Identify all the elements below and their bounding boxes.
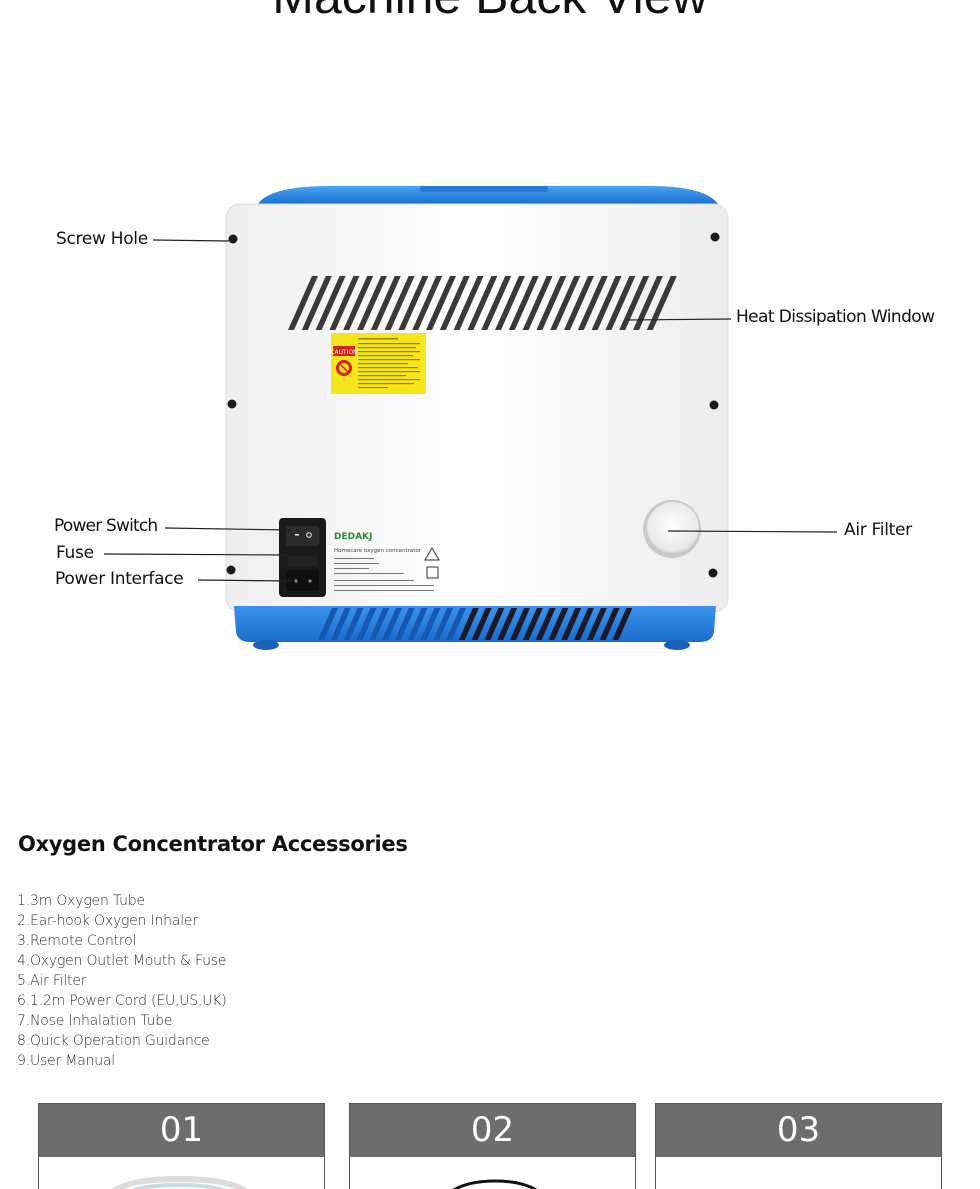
svg-text:CAUTION: CAUTION bbox=[330, 349, 357, 356]
base-vent-slat bbox=[382, 608, 402, 640]
callout-fuse: Fuse bbox=[56, 543, 94, 563]
heat-vent-slat bbox=[633, 276, 663, 330]
list-item: 4.Oxygen Outlet Mouth & Fuse bbox=[17, 953, 227, 969]
heat-vent-slat bbox=[550, 276, 581, 330]
list-item: 2.Ear-hook Oxygen Inhaler bbox=[17, 913, 198, 929]
base-vent-slat bbox=[586, 608, 607, 640]
heat-vent-slat bbox=[288, 276, 318, 330]
base-vent-slat bbox=[318, 608, 338, 640]
list-item: 3.Remote Control bbox=[17, 933, 137, 949]
screw-hole-top-left bbox=[228, 234, 238, 244]
heat-vent-slat bbox=[564, 276, 594, 330]
base-vent-slat bbox=[612, 608, 633, 640]
list-item: 7.Nose Inhalation Tube bbox=[17, 1013, 173, 1029]
heat-dissipation-slats bbox=[288, 276, 677, 330]
heat-vent-slat bbox=[384, 276, 415, 330]
base-vent-slat bbox=[369, 608, 390, 640]
heat-vent-slat bbox=[439, 276, 470, 330]
screw-hole-mid-left bbox=[227, 399, 237, 409]
base-vent-slat bbox=[574, 608, 594, 640]
heat-vent-slat bbox=[453, 276, 484, 330]
heat-vent-slat bbox=[343, 276, 374, 330]
heat-vent-slat bbox=[412, 276, 443, 330]
callout-power-interface: Power Interface bbox=[55, 569, 184, 589]
screw-hole-mid-right bbox=[709, 400, 719, 410]
base-vent-slat bbox=[548, 608, 569, 640]
accessory-list: 1.3m Oxygen Tube 2.Ear-hook Oxygen Inhal… bbox=[17, 891, 227, 1071]
list-item: 5.Air Filter bbox=[17, 973, 87, 989]
list-item: 9.User Manual bbox=[17, 1053, 115, 1069]
base-vent-slat bbox=[458, 608, 479, 640]
heat-vent-slat bbox=[508, 276, 539, 330]
heat-vent-slat bbox=[329, 276, 360, 330]
page-title: Machine Back View bbox=[0, 0, 980, 21]
accessory-card-01: 01 bbox=[38, 1103, 325, 1189]
base-vent-slat bbox=[433, 608, 454, 640]
heat-vent-slat bbox=[467, 276, 498, 330]
base-vent-slat bbox=[561, 608, 582, 640]
heat-vent-slat bbox=[577, 276, 608, 330]
callout-screw-hole: Screw Hole bbox=[56, 229, 148, 249]
callout-heat-dissipation-window: Heat Dissipation Window bbox=[736, 307, 935, 327]
heat-vent-slat bbox=[536, 276, 567, 330]
base-vent-slat bbox=[497, 608, 518, 640]
list-item: 1.3m Oxygen Tube bbox=[17, 893, 145, 909]
heat-vent-slat bbox=[398, 276, 429, 330]
accessory-card-03: 03 bbox=[655, 1103, 942, 1189]
list-item: 6.1.2m Power Cord (EU,US,UK) bbox=[17, 993, 227, 1009]
base-vent-slat bbox=[484, 608, 505, 640]
heat-vent-slat bbox=[481, 276, 512, 330]
list-item: 8.Quick Operation Guidance bbox=[17, 1033, 210, 1049]
heat-vent-slat bbox=[646, 276, 677, 330]
heat-vent-slat bbox=[591, 276, 622, 330]
screw-hole-top-right bbox=[710, 232, 720, 242]
brand-logo: DEDAKJ bbox=[334, 532, 372, 542]
base-vent-slat bbox=[535, 608, 556, 640]
base-vent-slat bbox=[394, 608, 415, 640]
base-vent-slat bbox=[446, 608, 466, 640]
card-image-remote-control bbox=[656, 1157, 941, 1189]
screw-hole-bottom-left bbox=[226, 565, 236, 575]
base-vent-slat bbox=[522, 608, 543, 640]
top-cap bbox=[258, 186, 718, 204]
heat-vent-slat bbox=[426, 276, 456, 330]
card-image-oxygen-tube bbox=[39, 1157, 324, 1189]
base-vent-slat bbox=[510, 608, 530, 640]
base-vent-slat bbox=[599, 608, 620, 640]
base-vent-slat bbox=[407, 608, 428, 640]
card-number: 01 bbox=[39, 1104, 324, 1157]
heat-vent-slat bbox=[495, 276, 525, 330]
card-number: 03 bbox=[656, 1104, 941, 1157]
card-image-ear-hook-inhaler bbox=[350, 1157, 635, 1189]
base-vent-slats bbox=[318, 608, 633, 640]
heat-vent-slat bbox=[619, 276, 650, 330]
base-vent-slat bbox=[420, 608, 441, 640]
card-number: 02 bbox=[350, 1104, 635, 1157]
accessories-heading: Oxygen Concentrator Accessories bbox=[18, 832, 408, 856]
base-vent-slat bbox=[330, 608, 351, 640]
heat-vent-slat bbox=[605, 276, 636, 330]
machine-back-view-image: CAUTION DEDAKJ Homecare oxygen concentra… bbox=[103, 186, 838, 650]
heat-vent-slat bbox=[522, 276, 553, 330]
svg-text:Homecare oxygen concentrator: Homecare oxygen concentrator bbox=[334, 548, 422, 554]
callout-air-filter: Air Filter bbox=[844, 520, 912, 540]
heat-vent-slat bbox=[301, 276, 332, 330]
heat-vent-slat bbox=[370, 276, 401, 330]
screw-hole-bottom-right bbox=[708, 568, 718, 578]
base-vent-slat bbox=[356, 608, 377, 640]
heat-vent-slat bbox=[315, 276, 346, 330]
heat-vent-slat bbox=[357, 276, 387, 330]
callout-power-switch: Power Switch bbox=[54, 516, 158, 536]
base-vent-slat bbox=[471, 608, 492, 640]
accessory-card-02: 02 bbox=[349, 1103, 636, 1189]
base-vent-slat bbox=[343, 608, 364, 640]
